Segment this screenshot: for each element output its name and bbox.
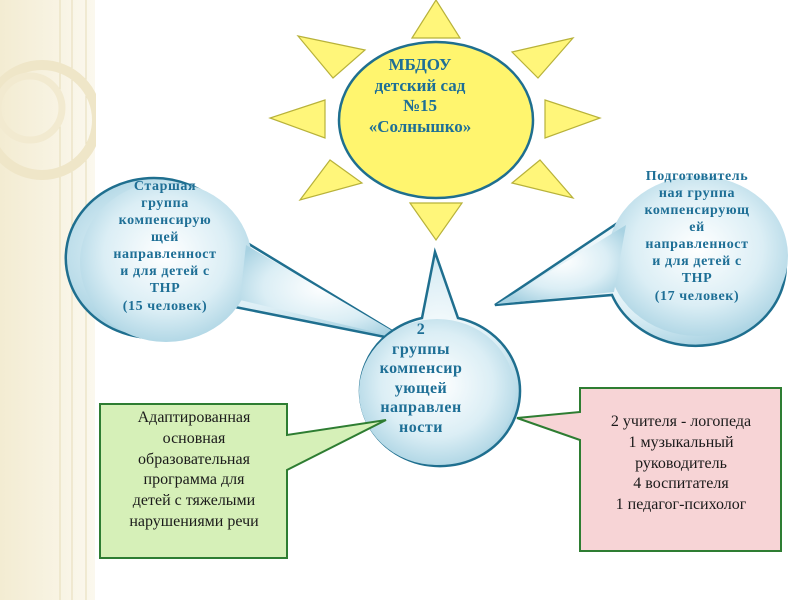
text-line: группа	[90, 195, 240, 212]
text-line: основная	[104, 429, 284, 450]
text-line: детей с тяжелыми	[104, 491, 284, 512]
text-line: ности	[362, 418, 480, 438]
text-line: компенсирующ	[622, 202, 772, 219]
text-line: МБДОУ	[350, 55, 490, 76]
text-line: ТНР	[622, 270, 772, 287]
text-line: ей	[622, 219, 772, 236]
text-line: 1 педагог-психолог	[586, 495, 776, 516]
text-line: программа для	[104, 470, 284, 491]
text-line: и для детей с	[90, 263, 240, 280]
text-line: 4 воспитателя	[586, 474, 776, 495]
text-line: группы	[362, 340, 480, 360]
text-line: и для детей с	[622, 253, 772, 270]
text-line: руководитель	[586, 454, 776, 475]
text-line: направленност	[622, 236, 772, 253]
text-line: направленност	[90, 246, 240, 263]
text-line: №15	[350, 96, 490, 117]
text-line: 2	[362, 320, 480, 340]
text-line: (17 человек)	[622, 288, 772, 305]
text-line: Адаптированная	[104, 408, 284, 429]
text-line: Старшая	[90, 178, 240, 195]
text-line: детский сад	[350, 76, 490, 97]
text-line: ТНР	[90, 280, 240, 297]
text-line: нарушениями речи	[104, 512, 284, 533]
text-line: компенсир	[362, 359, 480, 379]
text-line: щей	[90, 229, 240, 246]
text-line: направлен	[362, 398, 480, 418]
text-line: компенсирую	[90, 212, 240, 229]
text-line: «Солнышко»	[350, 117, 490, 138]
text-line: (15 человек)	[90, 298, 240, 315]
text-line: Подготовитель	[622, 168, 772, 185]
text-line: ная группа	[622, 185, 772, 202]
text-line: образовательная	[104, 450, 284, 471]
text-line: 1 музыкальный	[586, 433, 776, 454]
text-line: 2 учителя - логопеда	[586, 412, 776, 433]
text-line: ующей	[362, 379, 480, 399]
